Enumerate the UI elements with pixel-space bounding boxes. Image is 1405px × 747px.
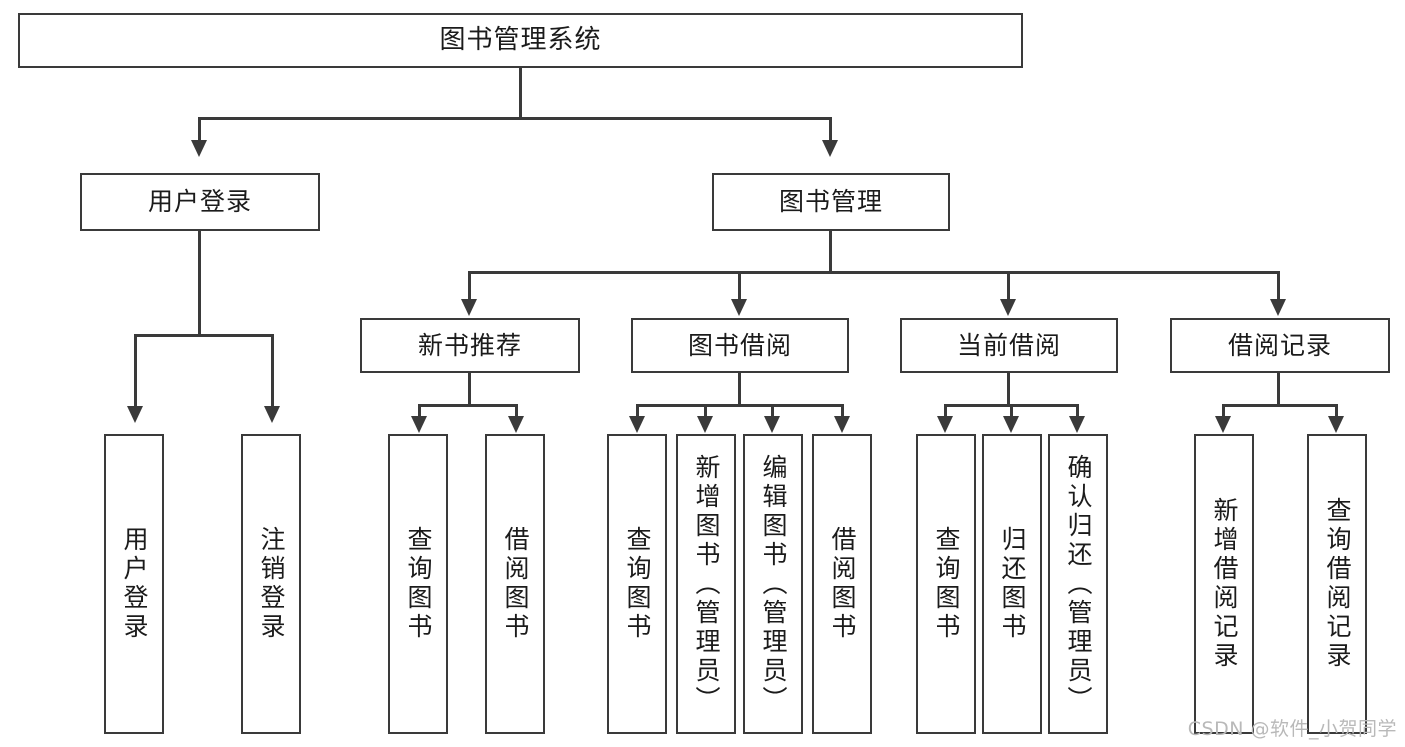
node-new-book-recommend[interactable]: 新书推荐 bbox=[360, 318, 580, 373]
leaf-records-add-record[interactable]: 新增借阅记录 bbox=[1194, 434, 1254, 734]
arrowhead-to-current-borrow bbox=[1000, 299, 1016, 316]
node-label: 用户登录 bbox=[147, 187, 252, 217]
connector-current-borrow-leaf-1 bbox=[944, 404, 947, 419]
arrowhead-book-borrow-leaf-3 bbox=[764, 416, 780, 433]
connector-to-borrow-records bbox=[1277, 271, 1280, 301]
connector-book-borrow-bus bbox=[636, 404, 844, 407]
leaf-new-book-query[interactable]: 查询图书 bbox=[388, 434, 448, 734]
arrowhead-to-user-login bbox=[191, 140, 207, 157]
node-label: 图书管理系统 bbox=[439, 25, 602, 56]
connector-user-login-right bbox=[271, 334, 274, 408]
leaf-label: 借阅图书 bbox=[501, 526, 530, 642]
connector-book-borrow-leaf-3 bbox=[771, 404, 774, 419]
arrowhead-book-borrow-leaf-4 bbox=[834, 416, 850, 433]
arrowhead-user-login-leaf-2 bbox=[264, 406, 280, 423]
arrowhead-book-borrow-leaf-2 bbox=[697, 416, 713, 433]
arrowhead-borrow-records-leaf-1 bbox=[1215, 416, 1231, 433]
arrowhead-to-book-manage bbox=[822, 140, 838, 157]
node-user-login[interactable]: 用户登录 bbox=[80, 173, 320, 231]
leaf-label: 归还图书 bbox=[998, 526, 1027, 642]
connector-root-stem bbox=[519, 68, 522, 118]
connector-new-book-leaf-2 bbox=[515, 404, 518, 419]
connector-user-login-stem bbox=[198, 231, 201, 335]
node-label: 借阅记录 bbox=[1227, 330, 1332, 360]
leaf-label: 新增借阅记录 bbox=[1210, 497, 1239, 671]
leaf-user-login-logout[interactable]: 注销登录 bbox=[241, 434, 301, 734]
leaf-label: 注销登录 bbox=[257, 526, 286, 642]
arrowhead-current-borrow-leaf-1 bbox=[937, 416, 953, 433]
node-root-system[interactable]: 图书管理系统 bbox=[18, 13, 1023, 68]
node-book-borrow[interactable]: 图书借阅 bbox=[631, 318, 849, 373]
connector-borrow-records-leaf-2 bbox=[1335, 404, 1338, 419]
connector-root-bus bbox=[198, 117, 832, 120]
arrowhead-current-borrow-leaf-3 bbox=[1069, 416, 1085, 433]
connector-root-to-user-login bbox=[198, 117, 201, 142]
connector-book-manage-stem bbox=[829, 231, 832, 272]
connector-root-to-book-manage bbox=[829, 117, 832, 142]
leaf-current-return-book[interactable]: 归还图书 bbox=[982, 434, 1042, 734]
leaf-user-login-login[interactable]: 用户登录 bbox=[104, 434, 164, 734]
connector-book-manage-bus bbox=[468, 271, 1280, 274]
node-borrow-records[interactable]: 借阅记录 bbox=[1170, 318, 1390, 373]
connector-new-book-bus bbox=[418, 404, 518, 407]
connector-user-login-bus bbox=[134, 334, 274, 337]
leaf-label: 查询图书 bbox=[404, 526, 433, 642]
connector-book-borrow-leaf-1 bbox=[636, 404, 639, 419]
connector-new-book-leaf-1 bbox=[418, 404, 421, 419]
arrowhead-new-book-leaf-2 bbox=[508, 416, 524, 433]
arrowhead-book-borrow-leaf-1 bbox=[629, 416, 645, 433]
leaf-label: 查询图书 bbox=[623, 526, 652, 642]
connector-borrow-records-stem bbox=[1277, 373, 1280, 405]
arrowhead-to-book-borrow bbox=[731, 299, 747, 316]
node-label: 新书推荐 bbox=[417, 330, 522, 360]
connector-book-borrow-leaf-4 bbox=[841, 404, 844, 419]
node-current-borrow[interactable]: 当前借阅 bbox=[900, 318, 1118, 373]
arrowhead-current-borrow-leaf-2 bbox=[1003, 416, 1019, 433]
csdn-watermark: CSDN @软件_小贺同学 bbox=[1187, 718, 1397, 740]
connector-new-book-stem bbox=[468, 373, 471, 405]
connector-borrow-records-bus bbox=[1222, 404, 1338, 407]
leaf-current-query-book[interactable]: 查询图书 bbox=[916, 434, 976, 734]
leaf-label: 新增图书（管理员） bbox=[692, 453, 721, 715]
connector-to-new-book bbox=[468, 271, 471, 301]
arrowhead-to-new-book bbox=[461, 299, 477, 316]
arrowhead-new-book-leaf-1 bbox=[411, 416, 427, 433]
arrowhead-user-login-leaf-1 bbox=[127, 406, 143, 423]
node-label: 图书管理 bbox=[778, 187, 883, 217]
leaf-borrow-query-book[interactable]: 查询图书 bbox=[607, 434, 667, 734]
node-label: 图书借阅 bbox=[687, 330, 792, 360]
connector-user-login-left bbox=[134, 334, 137, 408]
node-label: 当前借阅 bbox=[956, 330, 1061, 360]
arrowhead-to-borrow-records bbox=[1270, 299, 1286, 316]
connector-to-current-borrow bbox=[1007, 271, 1010, 301]
leaf-new-book-borrow[interactable]: 借阅图书 bbox=[485, 434, 545, 734]
leaf-label: 查询图书 bbox=[932, 526, 961, 642]
connector-book-borrow-leaf-2 bbox=[704, 404, 707, 419]
arrowhead-borrow-records-leaf-2 bbox=[1328, 416, 1344, 433]
connector-book-borrow-stem bbox=[738, 373, 741, 405]
node-book-management[interactable]: 图书管理 bbox=[712, 173, 950, 231]
leaf-borrow-borrow-book[interactable]: 借阅图书 bbox=[812, 434, 872, 734]
connector-current-borrow-stem bbox=[1007, 373, 1010, 405]
connector-current-borrow-leaf-3 bbox=[1076, 404, 1079, 419]
leaf-borrow-add-book[interactable]: 新增图书（管理员） bbox=[676, 434, 736, 734]
leaf-records-query-record[interactable]: 查询借阅记录 bbox=[1307, 434, 1367, 734]
leaf-label: 查询借阅记录 bbox=[1323, 497, 1352, 671]
leaf-label: 编辑图书（管理员） bbox=[759, 453, 788, 715]
connector-current-borrow-leaf-2 bbox=[1010, 404, 1013, 419]
connector-borrow-records-leaf-1 bbox=[1222, 404, 1225, 419]
leaf-label: 借阅图书 bbox=[828, 526, 857, 642]
connector-to-book-borrow bbox=[738, 271, 741, 301]
leaf-current-confirm-return[interactable]: 确认归还（管理员） bbox=[1048, 434, 1108, 734]
leaf-label: 用户登录 bbox=[120, 526, 149, 642]
leaf-borrow-edit-book[interactable]: 编辑图书（管理员） bbox=[743, 434, 803, 734]
leaf-label: 确认归还（管理员） bbox=[1064, 453, 1093, 715]
